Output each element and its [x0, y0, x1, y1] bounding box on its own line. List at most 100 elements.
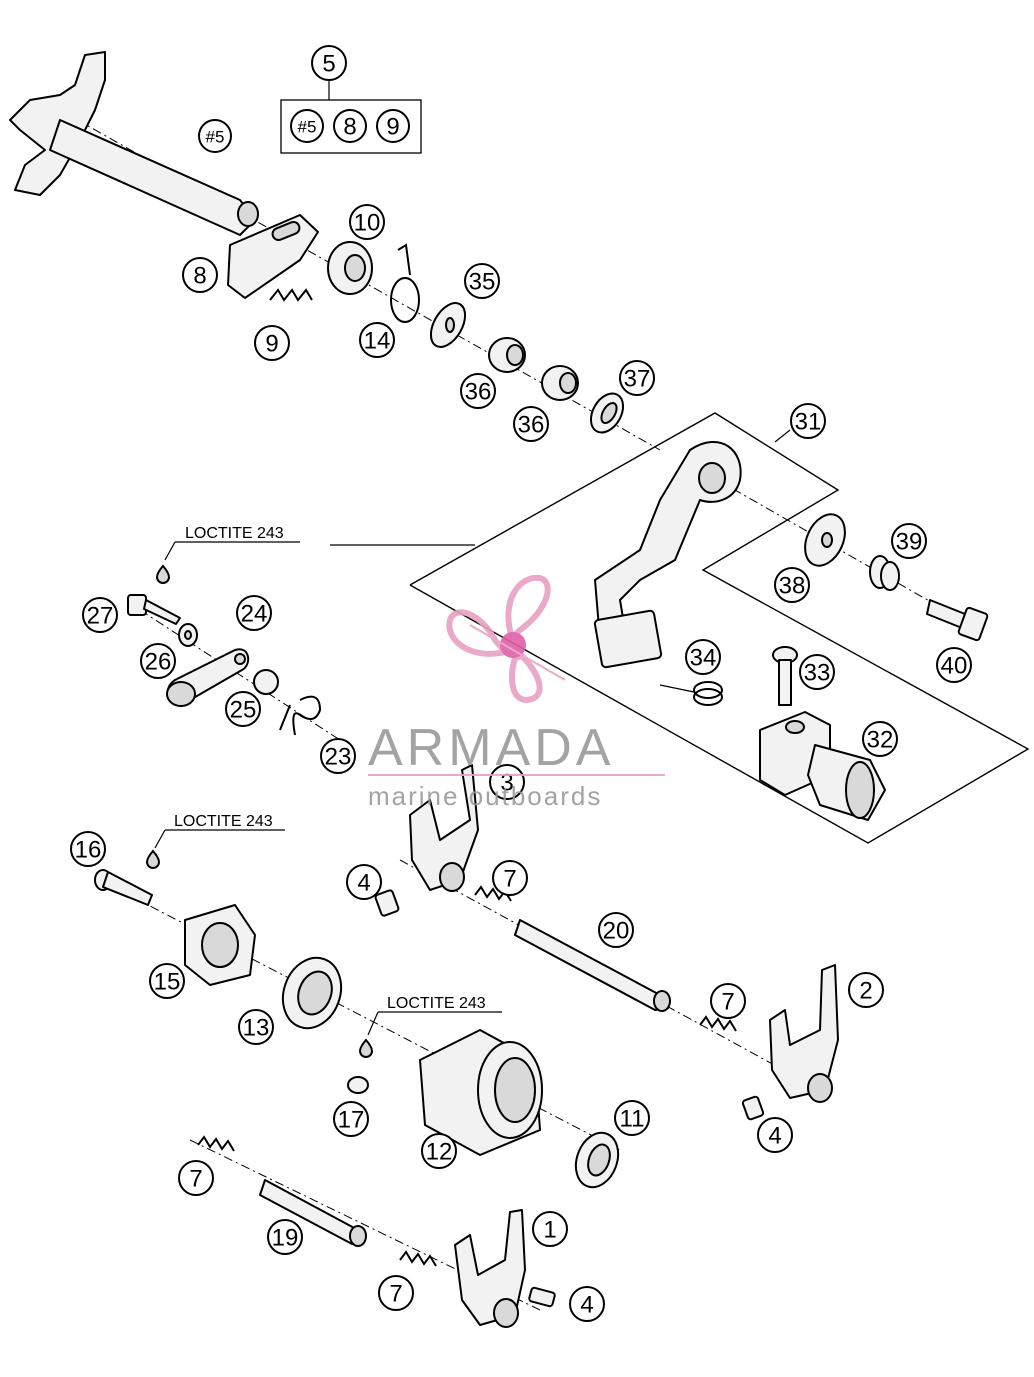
footpeg-32-part [759, 711, 886, 821]
svg-text:11: 11 [620, 1106, 645, 1133]
shift-shaft-part [9, 51, 259, 236]
svg-text:4: 4 [580, 1292, 593, 1319]
callout-2: 2 [848, 972, 884, 1008]
callout-7c: 7 [178, 1160, 214, 1196]
callout-12: 12 [421, 1133, 457, 1169]
shift-lever-assembly-frame [409, 412, 1030, 844]
callout-17: 17 [333, 1101, 369, 1137]
svg-text:2: 2 [859, 978, 872, 1005]
spring-clip-14-part [390, 243, 420, 323]
bolt-27-part [127, 594, 181, 625]
callout-9: 9 [254, 325, 290, 361]
svg-text:#5: #5 [206, 128, 225, 147]
kit-callout-label: 5 [311, 45, 347, 81]
detent-wheel-15-part [184, 904, 256, 986]
svg-text:25: 25 [230, 697, 257, 724]
svg-text:5: 5 [322, 51, 335, 78]
svg-text:39: 39 [896, 529, 923, 556]
ratchet-10-part [327, 241, 373, 295]
callout-23: 23 [320, 738, 356, 774]
callout-32: 32 [862, 721, 898, 757]
kit-item-9: 9 [376, 109, 410, 143]
lock-washer-39-part [869, 555, 900, 591]
callout-4a: 4 [346, 864, 382, 900]
svg-text:36: 36 [518, 412, 545, 439]
callout-14: 14 [359, 322, 395, 358]
callout-4b: 4 [757, 1117, 793, 1153]
svg-text:36: 36 [465, 379, 492, 406]
callout-16: 16 [70, 831, 106, 867]
callout-31: 31 [790, 403, 826, 439]
callout-10: 10 [349, 204, 385, 240]
guide-rod-20-part [514, 919, 671, 1012]
callout-26: 26 [140, 643, 176, 679]
callout-shaft: #5 [198, 119, 232, 153]
svg-text:15: 15 [154, 969, 181, 996]
shift-drum-12-part [419, 1029, 543, 1156]
callout-40: 40 [936, 647, 972, 683]
callout-11: 11 [614, 1100, 650, 1136]
svg-text:37: 37 [624, 366, 651, 393]
callout-8: 8 [182, 257, 218, 293]
seal-13-part [281, 956, 343, 1030]
callout-36b: 36 [513, 406, 549, 442]
washer-24-part [178, 623, 198, 647]
svg-text:32: 32 [867, 727, 894, 754]
callout-13: 13 [238, 1009, 274, 1045]
callout-27: 27 [82, 597, 118, 633]
callout-20: 20 [598, 912, 634, 948]
svg-text:33: 33 [804, 660, 831, 687]
svg-text:16: 16 [75, 837, 102, 864]
shift-lever-31-part [593, 440, 742, 669]
spring-34-part [659, 681, 723, 706]
seal-37-part [589, 392, 625, 434]
svg-text:31: 31 [795, 409, 822, 436]
svg-text:7: 7 [189, 1166, 202, 1193]
callout-36a: 36 [460, 373, 496, 409]
pin-4c-part [528, 1286, 556, 1308]
spring-7b-part [699, 1015, 737, 1032]
callouts: #5 8 9 10 14 35 36 36 37 31 39 38 40 34 … [70, 119, 972, 1322]
svg-text:26: 26 [145, 649, 172, 676]
svg-text:12: 12 [426, 1139, 453, 1166]
callout-1: 1 [532, 1211, 568, 1247]
callout-34: 34 [685, 639, 721, 675]
loctite-note-2: LOCTITE 243 [174, 813, 273, 830]
callout-38: 38 [774, 567, 810, 603]
callout-19: 19 [267, 1219, 303, 1255]
shift-fork-2-part [769, 964, 839, 1103]
spring-7c-part [197, 1135, 235, 1152]
svg-text:40: 40 [941, 653, 968, 680]
pin-4b-part [741, 1095, 765, 1121]
svg-text:14: 14 [364, 328, 391, 355]
callout-35: 35 [464, 263, 500, 299]
bushing-26-part [253, 669, 279, 695]
shift-fork-1-part [454, 1209, 526, 1328]
shift-lever-plate-part [227, 214, 319, 299]
svg-text:9: 9 [265, 331, 278, 358]
svg-text:27: 27 [87, 603, 114, 630]
washer-35-part [429, 302, 467, 348]
bearing-36b-part [541, 365, 579, 401]
svg-text:10: 10 [354, 210, 381, 237]
callout-37: 37 [619, 360, 655, 396]
svg-text:24: 24 [241, 601, 268, 628]
pin-33-part [772, 646, 798, 706]
loctite-note-3: LOCTITE 243 [387, 995, 486, 1012]
svg-text:7: 7 [503, 866, 516, 893]
spring-9-part [269, 288, 313, 302]
svg-text:17: 17 [338, 1107, 365, 1134]
svg-text:7: 7 [721, 989, 734, 1016]
callout-4c: 4 [569, 1286, 605, 1322]
svg-text:#5: #5 [298, 118, 317, 137]
guide-rod-19-part [259, 1179, 367, 1247]
callout-7a: 7 [492, 860, 528, 896]
svg-text:8: 8 [193, 263, 206, 290]
propeller-logo-icon [446, 574, 566, 704]
bearing-36a-part [488, 337, 526, 373]
callout-25: 25 [225, 691, 261, 727]
svg-text:3: 3 [500, 770, 513, 797]
shift-fork-3-part [409, 764, 479, 892]
svg-text:1: 1 [543, 1217, 556, 1244]
callout-15: 15 [149, 963, 185, 999]
